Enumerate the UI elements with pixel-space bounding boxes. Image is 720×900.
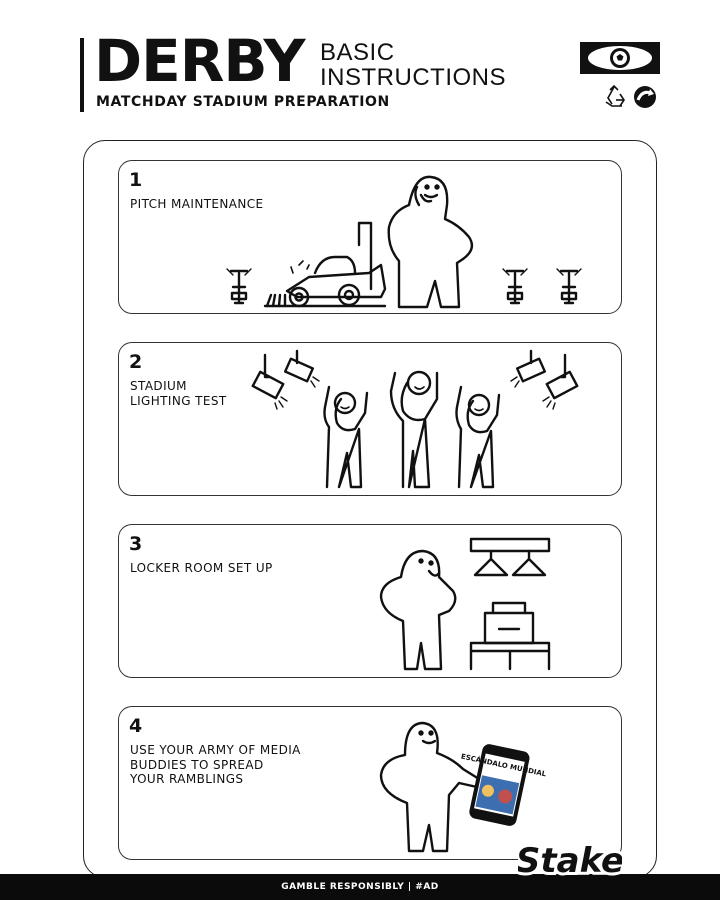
step-text: STADIUM LIGHTING TEST	[130, 379, 227, 408]
footer-text: GAMBLE RESPONSIBLY | #AD	[281, 882, 439, 892]
step-1: 1 PITCH MAINTENANCE	[118, 160, 622, 314]
hanger-icon	[511, 549, 547, 577]
step-1-illustration	[226, 175, 582, 309]
person-figure	[379, 721, 481, 853]
step-text: PITCH MAINTENANCE	[130, 197, 264, 211]
page-subtitle: MATCHDAY STADIUM PREPARATION	[96, 94, 390, 110]
bag-icon	[483, 601, 535, 645]
step-number: 3	[129, 533, 143, 555]
title-side: BASIC INSTRUCTIONS	[320, 40, 506, 90]
step-number: 1	[129, 169, 143, 191]
stake-logo: Stake	[518, 838, 622, 884]
person-figure	[379, 549, 457, 671]
stake-logo-text: Stake	[518, 841, 622, 881]
eye-football-icon	[580, 42, 660, 74]
step-2-illustration	[251, 349, 579, 489]
title-side-line1: BASIC	[320, 39, 395, 66]
person-figure	[389, 370, 439, 489]
footer: GAMBLE RESPONSIBLY | #AD	[0, 874, 720, 900]
person-figure	[387, 175, 474, 309]
step-number: 4	[129, 715, 143, 737]
hanger-icon	[473, 549, 509, 577]
step-text: USE YOUR ARMY OF MEDIA BUDDIES TO SPREAD…	[130, 743, 301, 786]
sprinkler-icon	[556, 268, 582, 305]
sprinkler-icon	[226, 268, 252, 305]
person-figure	[455, 385, 501, 489]
person-figure	[323, 385, 369, 489]
header: DERBY BASIC INSTRUCTIONS MATCHDAY STADIU…	[80, 32, 660, 116]
badge-icons	[605, 84, 656, 108]
step-text: LOCKER ROOM SET UP	[130, 561, 273, 575]
step-3: 3 LOCKER ROOM SET UP	[118, 524, 622, 678]
step-number: 2	[129, 351, 143, 373]
page-title: DERBY	[94, 27, 305, 95]
step-4: 4 USE YOUR ARMY OF MEDIA BUDDIES TO SPRE…	[118, 706, 622, 860]
bench	[469, 641, 551, 671]
lawn-mower-icon	[263, 221, 387, 308]
arrow-circle-icon	[634, 86, 656, 108]
floodlight-icon	[510, 349, 547, 388]
floodlight-icon	[542, 353, 579, 410]
step-2: 2 STADIUM LIGHTING TEST	[118, 342, 622, 496]
sprinkler-icon	[502, 268, 528, 305]
step-3-illustration	[379, 537, 551, 671]
step-4-illustration: ESCÁNDALO MUNDIAL	[379, 721, 548, 853]
floodlight-icon	[283, 349, 320, 388]
clothes-rail	[469, 537, 551, 553]
title-side-line2: INSTRUCTIONS	[320, 64, 506, 91]
header-accent-bar	[80, 38, 84, 112]
recycle-icon	[605, 84, 625, 107]
floodlight-icon	[251, 353, 288, 410]
